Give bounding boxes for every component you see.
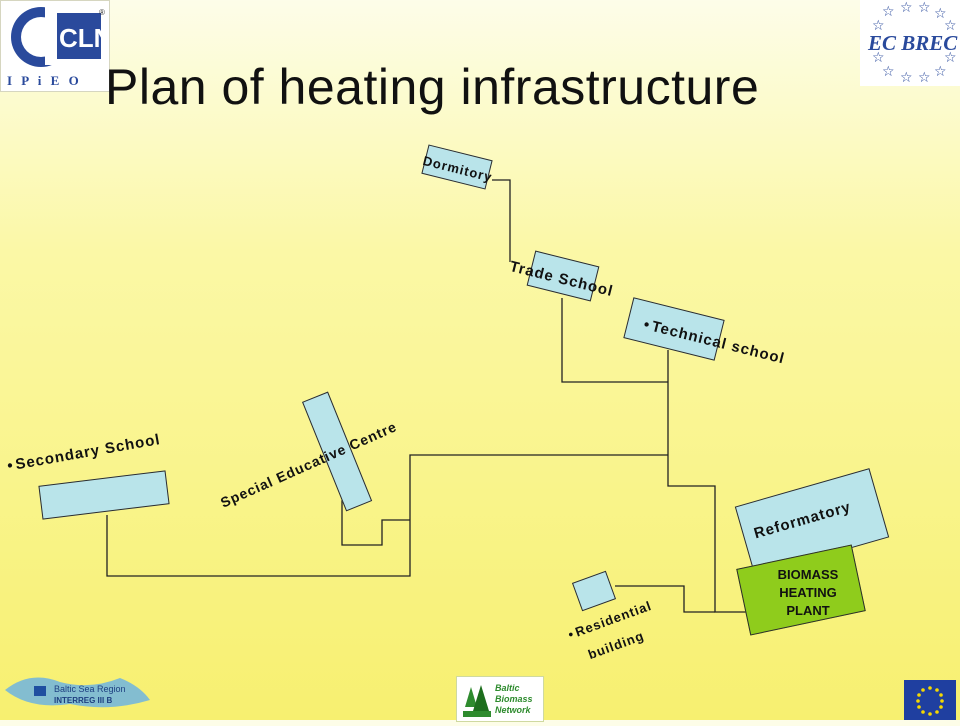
pipe-dormitory-trade (492, 179, 511, 262)
bbn-text-1: Baltic (495, 683, 520, 693)
ec-brec-logo-mark: ☆☆☆ ☆☆☆ ☆☆☆ ☆☆☆ EC BREC (867, 0, 958, 86)
baltic-text-2: INTERREG III B (54, 696, 112, 705)
svg-text:☆: ☆ (934, 64, 947, 80)
svg-text:☆: ☆ (872, 18, 885, 34)
bbn-text-2: Biomass (495, 694, 533, 704)
pipe-trade-main (561, 298, 668, 383)
cln-logo-mark: CLN ® I P i E O (7, 7, 112, 88)
ec-brec-text: EC BREC (867, 31, 958, 55)
registered-mark: ® (99, 8, 105, 17)
page-title: Plan of heating infrastructure (105, 59, 760, 115)
svg-text:☆: ☆ (872, 50, 885, 66)
plant-label-line2: HEATING (779, 585, 837, 600)
baltic-biomass-network-mark: Baltic Biomass Network (463, 683, 533, 717)
svg-text:☆: ☆ (944, 50, 957, 66)
pipe-main-plant (667, 350, 752, 613)
svg-text:☆: ☆ (882, 4, 895, 20)
plant-label-line1: BIOMASS (777, 567, 839, 582)
svg-text:☆: ☆ (882, 64, 895, 80)
cln-logo-text: CLN (59, 23, 109, 53)
bbn-text-3: Network (495, 705, 532, 715)
pipe-west-branch (106, 454, 668, 577)
pipe-special-centre (341, 500, 410, 546)
biomass-plant-label: BIOMASS HEATING PLANT (748, 566, 868, 620)
baltic-text-1: Baltic Sea Region (54, 684, 126, 694)
cln-logo-subtitle: I P i E O (7, 73, 82, 88)
svg-text:☆: ☆ (900, 70, 913, 86)
svg-text:☆: ☆ (934, 6, 947, 22)
svg-text:☆: ☆ (918, 70, 931, 86)
plant-label-line3: PLANT (786, 603, 830, 618)
eu-stars-icon (916, 686, 944, 716)
pipe-residential-plant (615, 585, 715, 613)
svg-text:☆: ☆ (900, 0, 913, 16)
baltic-biomass-network-logo: Baltic Biomass Network (456, 676, 544, 722)
baltic-sea-region-mark: Baltic Sea Region INTERREG III B (5, 677, 150, 708)
eu-flag-logo (904, 680, 956, 720)
svg-text:☆: ☆ (944, 18, 957, 34)
cln-logo: CLN ® I P i E O (0, 0, 112, 92)
svg-text:☆: ☆ (918, 0, 931, 16)
ec-brec-logo: ☆☆☆ ☆☆☆ ☆☆☆ ☆☆☆ EC BREC (860, 0, 960, 86)
baltic-sea-region-logo: Baltic Sea Region INTERREG III B (0, 660, 160, 720)
